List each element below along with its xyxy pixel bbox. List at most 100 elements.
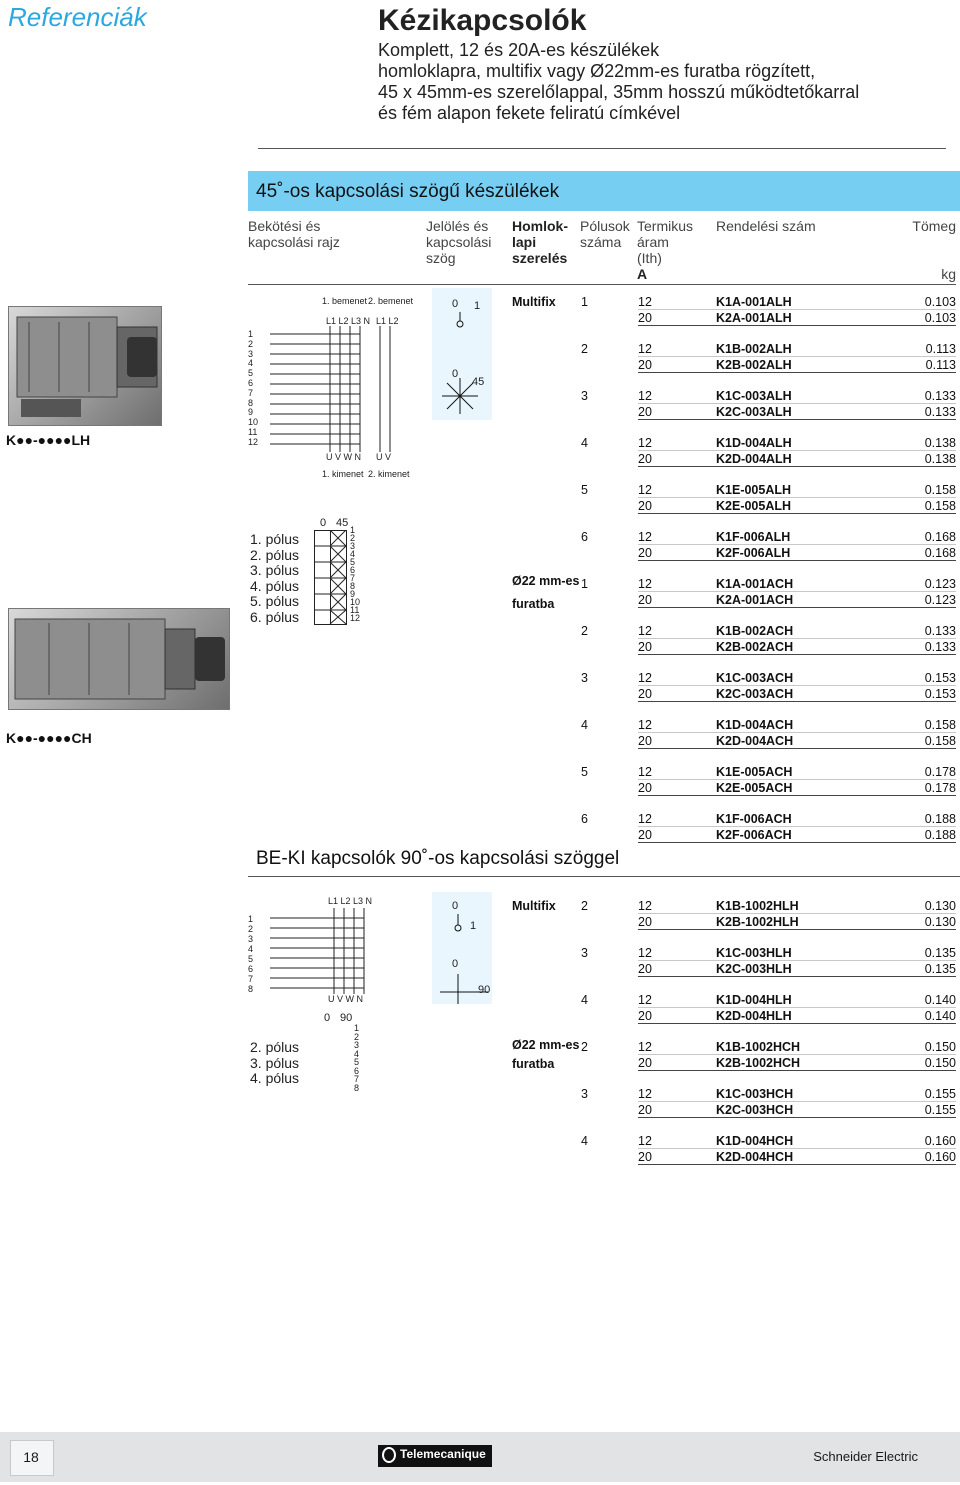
table-row-rule	[638, 403, 956, 404]
current-cell: 20	[638, 1103, 652, 1117]
weight-cell: 0.158	[924, 499, 956, 513]
order-code-cell: K1C-003ALH	[716, 389, 792, 403]
contact-number: 8	[354, 1082, 360, 1093]
marking-label: 0	[452, 298, 459, 310]
angle-label: 0	[320, 517, 327, 529]
weight-cell: 0.130	[924, 915, 956, 929]
switching-program-grid	[314, 530, 347, 625]
poles-cell: 4	[581, 718, 588, 732]
contact-number: 6	[248, 377, 254, 388]
mount-multifix: Multifix	[512, 295, 556, 309]
contact-number: 1	[350, 525, 356, 535]
contact-number: 3	[354, 1040, 360, 1050]
table-row-rule	[638, 309, 956, 310]
contact-number: 2	[248, 924, 254, 934]
table-row-rule	[638, 466, 956, 467]
current-cell: 20	[638, 640, 652, 654]
contact-number: 9	[248, 407, 254, 418]
section-title: BE-KI kapcsolók 90˚-os kapcsolási szögge…	[256, 848, 620, 869]
poles-cell: 6	[581, 812, 588, 826]
weight-cell: 0.158	[924, 718, 956, 732]
wiring-diagram: 1. bemenet 2. bemenet L1 L2 L3 N L1 L2 1…	[248, 296, 418, 480]
contact-number: 2	[354, 1031, 360, 1042]
weight-cell: 0.103	[924, 295, 956, 309]
divider	[248, 284, 956, 285]
weight-cell: 0.150	[924, 1056, 956, 1070]
order-code-cell: K1B-002ALH	[716, 342, 792, 356]
order-code-cell: K2D-004HLH	[716, 1009, 792, 1023]
contact-number: 3	[350, 541, 356, 551]
pole-label: 5. pólus	[250, 593, 300, 609]
angle-label: 45	[336, 517, 349, 529]
order-code-cell: K2C-003HCH	[716, 1103, 794, 1117]
marking-label: 0	[452, 900, 459, 912]
pole-list: 1. pólus 2. pólus 3. pólus 4. pólus 5. p…	[250, 531, 300, 625]
contact-number: 12	[350, 613, 361, 623]
current-cell: 12	[638, 389, 652, 403]
col-head-mounting: Homlok- lapi szerelés	[512, 218, 568, 266]
weight-cell: 0.113	[925, 342, 956, 356]
marking-panel: 0 1 0 45	[432, 288, 492, 420]
pole-label: 6. pólus	[250, 608, 300, 625]
mount-bore: Ø22 mm-es furatba	[512, 1038, 579, 1072]
table-row-rule	[638, 1023, 956, 1024]
mount-multifix: Multifix	[512, 899, 556, 913]
current-cell: 12	[638, 1134, 652, 1148]
weight-cell: 0.150	[924, 1040, 956, 1054]
order-code-cell: K1A-001ALH	[716, 295, 792, 309]
order-code-cell: K2B-002ACH	[716, 640, 794, 654]
poles-cell: 4	[581, 993, 588, 1007]
poles-cell: 5	[581, 483, 588, 497]
order-code-cell: K1B-1002HCH	[716, 1040, 801, 1054]
contact-number: 5	[248, 368, 254, 379]
current-cell: 20	[638, 1009, 652, 1023]
current-cell: 20	[638, 311, 652, 325]
order-code-cell: K2C-003ALH	[716, 405, 792, 419]
marking-label: 0	[452, 368, 459, 380]
switch-illustration	[16, 316, 158, 417]
diagram-input-label: 2. bemenet	[368, 296, 414, 306]
order-code-cell: K1C-003ACH	[716, 671, 794, 685]
current-cell: 12	[638, 946, 652, 960]
weight-cell: 0.138	[924, 436, 956, 450]
diagram-phase-label: L1 L2	[376, 316, 399, 326]
table-row-rule	[638, 1117, 956, 1118]
diagram-phase-label: L1 L2 L3 N	[326, 316, 371, 326]
table-row-rule	[638, 419, 956, 420]
col-head-line: Homlok-	[512, 218, 568, 234]
section-band	[248, 171, 960, 211]
marking-symbol	[440, 914, 488, 1004]
telemecanique-logo: Telemecanique	[378, 1445, 492, 1467]
weight-cell: 0.133	[924, 640, 956, 654]
table-row-rule	[638, 638, 956, 639]
mount-bore-line: Ø22 mm-es	[512, 1038, 580, 1052]
order-code-cell: K2C-003ACH	[716, 687, 794, 701]
order-code-cell: K2A-001ALH	[716, 311, 792, 325]
diagram-output-label: 2. kimenet	[368, 469, 410, 479]
weight-cell: 0.160	[924, 1134, 956, 1148]
diagram-phase-label: U V W N	[326, 452, 361, 462]
contact-number: 5	[350, 557, 356, 567]
order-code-cell: K2B-002ALH	[716, 358, 792, 372]
poles-cell: 6	[581, 530, 588, 544]
mount-bore-line: furatba	[512, 1057, 555, 1071]
product-photo-bore	[8, 608, 230, 710]
weight-cell: 0.168	[924, 530, 956, 544]
col-head-line: szög	[426, 250, 456, 266]
order-code-cell: K1B-002ACH	[716, 624, 794, 638]
col-head-line: Bekötési és	[248, 218, 321, 234]
poles-cell: 3	[581, 1087, 588, 1101]
contact-number: 11	[350, 605, 360, 615]
table-row-rule	[638, 842, 956, 843]
table-row-rule	[638, 779, 956, 780]
poles-cell: 2	[581, 624, 588, 638]
pole-label: 2. pólus	[250, 1039, 300, 1055]
table-row-rule	[638, 701, 956, 702]
product-code-label: K●●-●●●●LH	[6, 432, 91, 448]
weight-cell: 0.133	[924, 405, 956, 419]
order-code-cell: K1D-004HCH	[716, 1134, 794, 1148]
diagram-output-label: 1. kimenet	[322, 469, 364, 479]
table-row-rule	[638, 1070, 956, 1071]
poles-cell: 5	[581, 765, 588, 779]
table-row-rule	[638, 654, 956, 655]
